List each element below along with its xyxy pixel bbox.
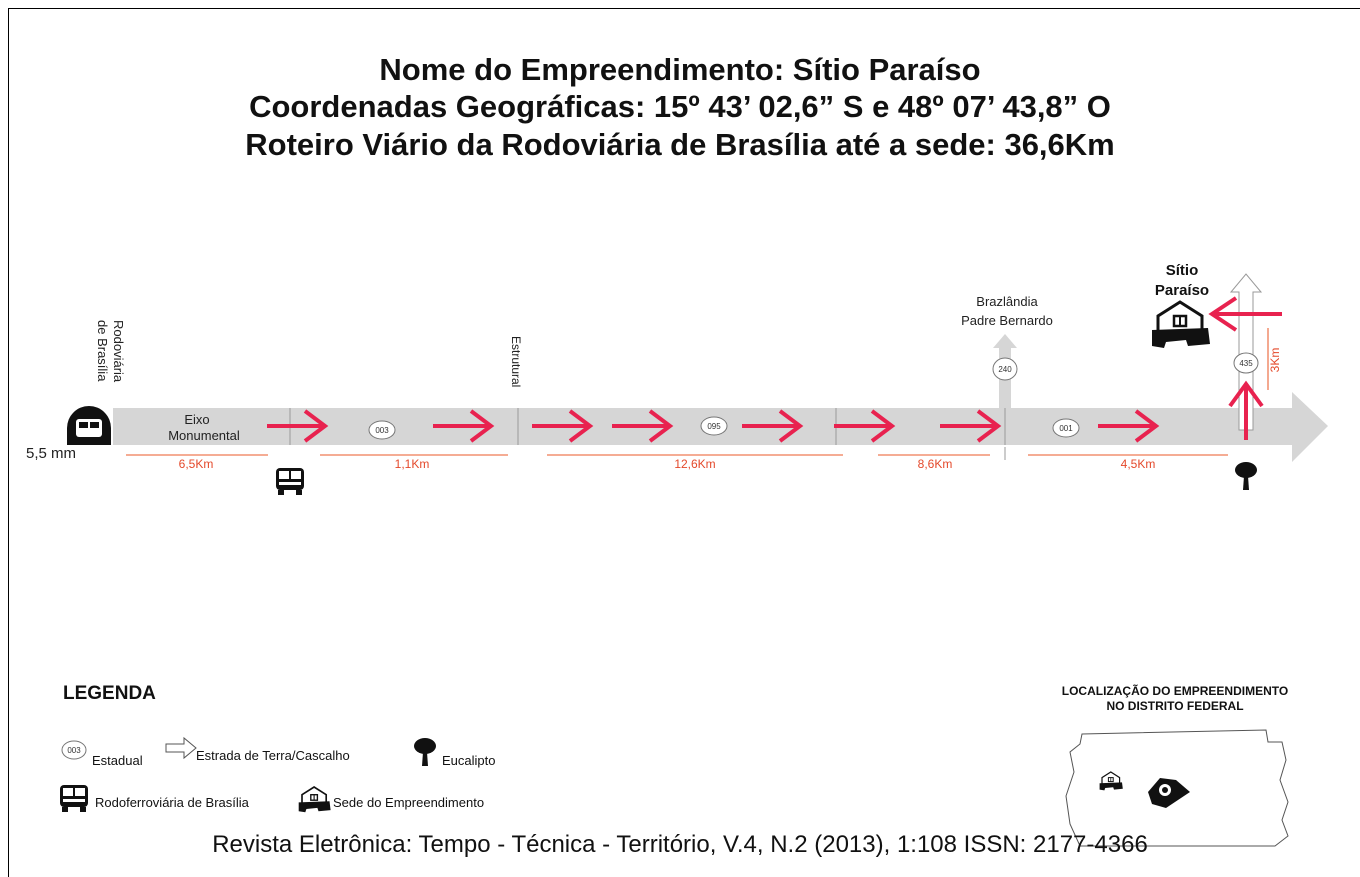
route-arrow-up [1228,380,1264,440]
legend-road-badge [61,740,87,760]
tree-icon [1235,462,1257,490]
location-title-line2: NO DISTRITO FEDERAL [1106,699,1244,713]
dirt-road-arrow-icon [165,736,197,760]
route-distance-title: Roteiro Viário da Rodoviária de Brasília… [245,127,1115,162]
branch-label-line2: Padre Bernardo [961,313,1053,328]
start-label-line2: de Brasília [95,320,110,382]
df-map-location-marker [1148,778,1190,808]
location-title-line1: LOCALIZAÇÃO DO EMPREENDIMENTO [1061,684,1289,698]
figure-frame [8,8,1360,877]
eixo-label-line1: Eixo [184,412,209,427]
road-badge-240 [992,357,1018,381]
location-title: LOCALIZAÇÃO DO EMPREENDIMENTO NO DISTRIT… [1010,684,1340,714]
road-badge-435 [1233,352,1259,374]
dirt-road-435 [1229,273,1263,431]
destination-label-line2: Paraíso [1155,282,1209,299]
start-label-line1: Rodoviária [111,320,126,383]
road-label-435: 435 [1239,359,1253,368]
road-badge-001 [1052,418,1080,438]
distance-label: 4,5Km [1121,457,1156,471]
branch-label-line1: Brazlândia [976,294,1038,309]
estrutural-label: Estrutural [509,336,523,387]
road-label-240: 240 [998,365,1012,374]
distance-label: 8,6Km [918,457,953,471]
coordinates-title: Coordenadas Geográficas: 15º 43’ 02,6” S… [249,89,1111,124]
bus-icon [276,468,304,495]
legend-bus-icon [60,785,88,812]
legend-estadual: Estadual [92,753,143,768]
legend-tree-icon [414,738,436,766]
route-arrow-left [1208,296,1282,332]
scale-label: 5,5 mm [26,445,76,462]
legend-road-code: 003 [67,746,81,755]
distance-label: 12,6Km [674,457,715,471]
house-icon [1150,300,1212,350]
legend-title: LEGENDA [63,683,156,704]
legend-eucalipto: Eucalipto [442,753,496,768]
eixo-label-line2: Monumental [168,428,240,443]
destination-label-line1: Sítio [1166,262,1199,279]
journal-footer: Revista Eletrônica: Tempo - Técnica - Te… [212,831,1148,858]
road-badge-095 [700,416,728,436]
legend-rodoferroviaria: Rodoferroviária de Brasília [95,795,249,810]
distance-label: 6,5Km [179,457,214,471]
road-label-095: 095 [707,422,721,431]
road-badge-003 [368,420,396,440]
enterprise-name-title: Nome do Empreendimento: Sítio Paraíso [379,52,981,87]
distance-label: 1,1Km [395,457,430,471]
road-label-001: 001 [1059,424,1073,433]
road-label-003: 003 [375,426,389,435]
bus-station-icon [67,406,111,445]
legend-house-icon [297,786,332,814]
distance-label-3km: 3Km [1268,348,1282,373]
legend-estrada: Estrada de Terra/Cascalho [196,748,350,763]
legend-sede: Sede do Empreendimento [333,795,485,810]
